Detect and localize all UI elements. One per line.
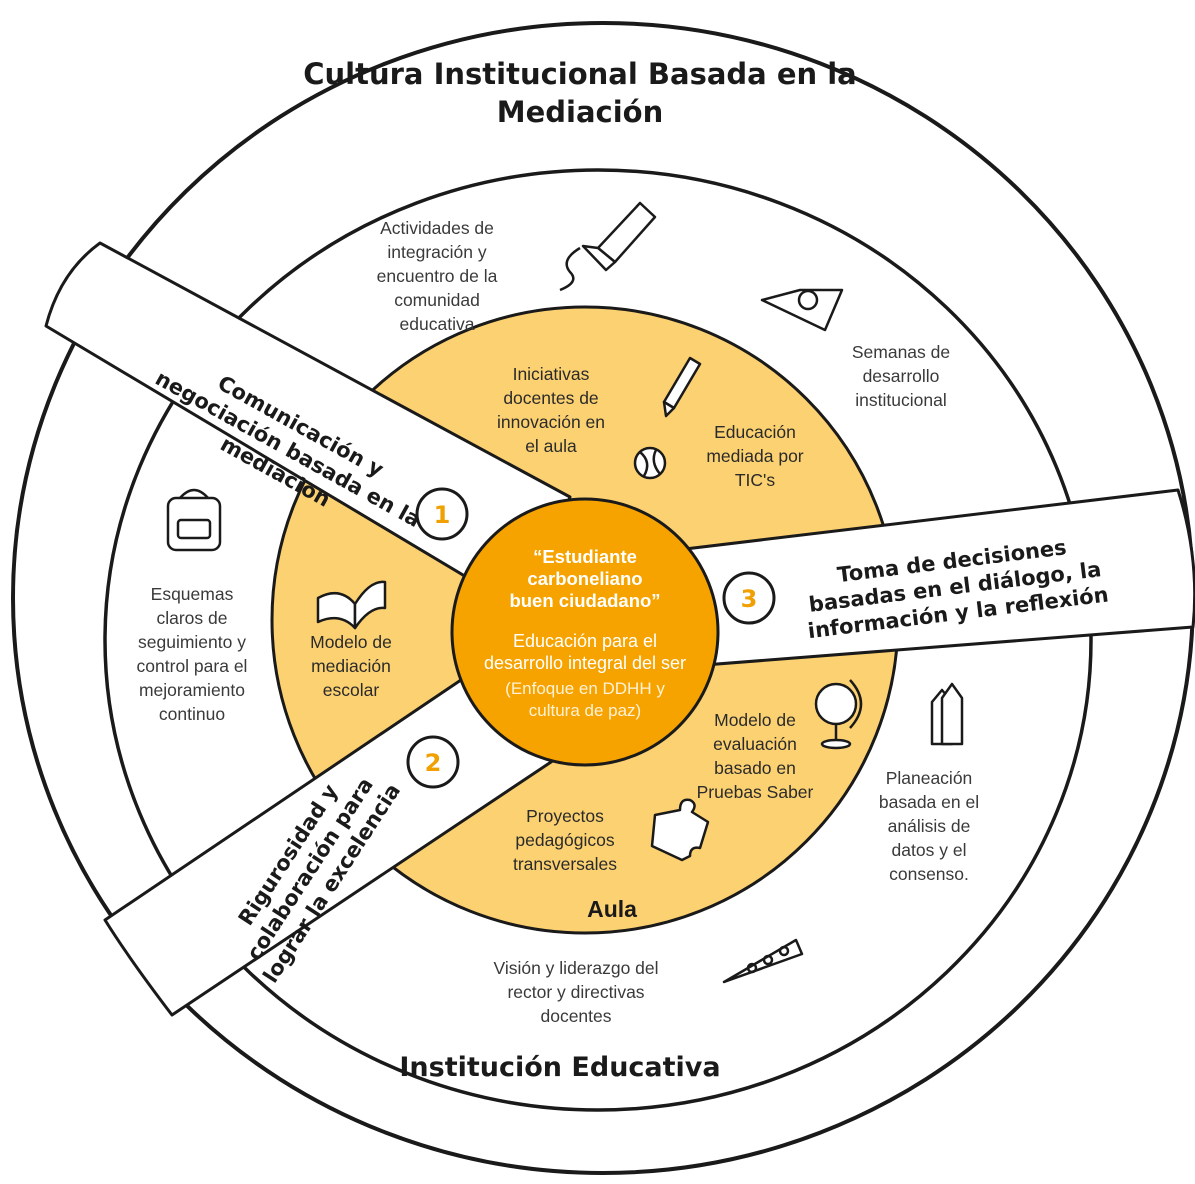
item-esquemas: Esquemas claros de seguimiento y control… — [136, 584, 248, 724]
item-proyectos: Proyectos pedagógicos transversales — [512, 806, 618, 874]
ball-icon — [633, 446, 667, 480]
item-educacion-tic: Educación mediada por TIC's — [706, 422, 804, 490]
globe-icon — [814, 679, 863, 750]
item-modelo-mediacion: Modelo de mediación escolar — [310, 632, 392, 700]
band-3 — [633, 488, 1195, 672]
pencil-icon — [662, 356, 702, 418]
center-circle — [450, 497, 720, 767]
puzzle-piece-icon — [650, 798, 710, 862]
badge-3: 3 — [722, 571, 776, 625]
badge-1-number: 1 — [434, 501, 451, 529]
paint-tube-icon — [559, 201, 657, 292]
aula-title: Aula — [587, 896, 637, 922]
center-note: (Enfoque en DDHH y cultura de paz) — [505, 679, 665, 720]
institution-title: Institución Educativa — [399, 1052, 721, 1083]
center-subheading: Educación para el desarrollo integral de… — [483, 631, 687, 673]
item-iniciativas: Iniciativas docentes de innovación en el… — [497, 364, 605, 456]
badge-2: 2 — [406, 735, 460, 789]
outer-title: Cultura Institucional Basada en la Media… — [303, 57, 857, 129]
crayons-icon — [930, 682, 964, 746]
item-modelo-evaluacion: Modelo de evaluación basado en Pruebas S… — [696, 710, 814, 802]
open-book-icon — [316, 580, 387, 630]
glue-bottle-icon — [760, 288, 844, 332]
backpack-icon — [166, 488, 222, 552]
item-actividades: Actividades de integración y encuentro d… — [376, 218, 498, 334]
badge-1: 1 — [415, 487, 469, 541]
badge-2-number: 2 — [425, 749, 442, 777]
item-planeacion: Planeación basada en el análisis de dato… — [878, 768, 980, 884]
chalk-icon — [722, 938, 804, 984]
item-semanas: Semanas de desarrollo institucional — [851, 342, 951, 410]
band-2 — [103, 653, 574, 1017]
item-vision: Visión y liderazgo del rector y directiv… — [493, 958, 659, 1026]
badge-3-number: 3 — [741, 585, 758, 613]
center-heading: “Estudiante carboneliano buen ciudadano” — [509, 546, 661, 611]
